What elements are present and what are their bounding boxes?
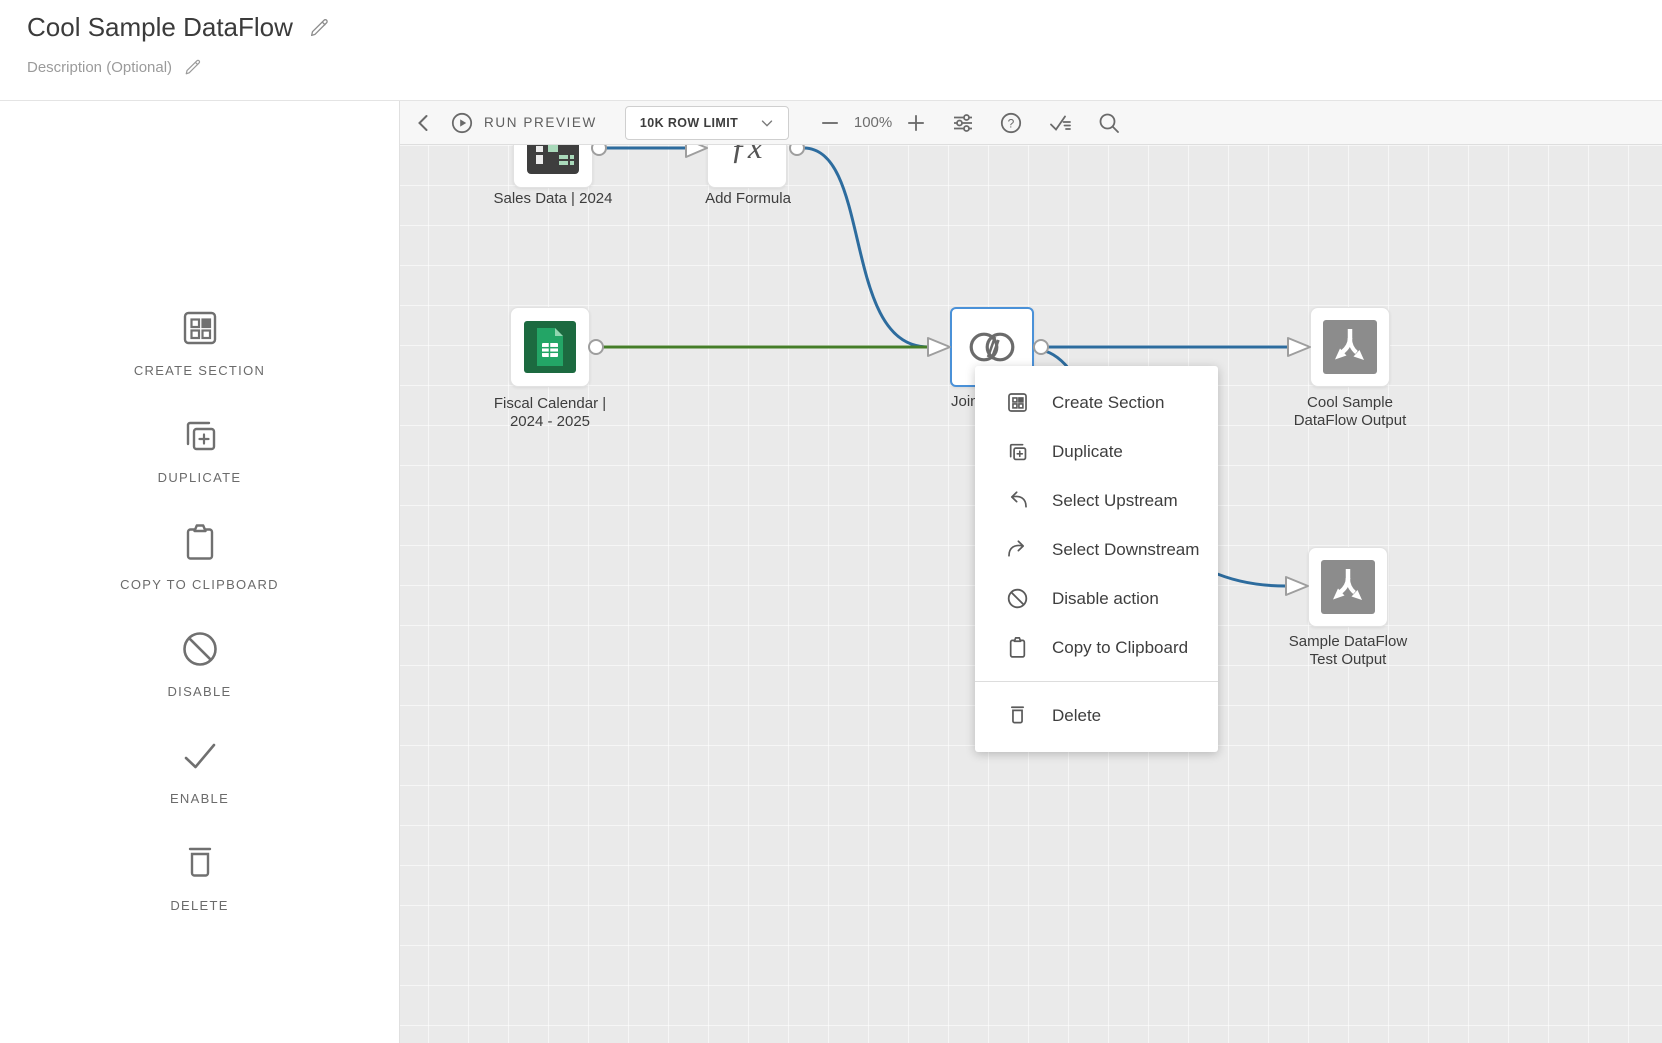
description-placeholder: Description (Optional) <box>27 58 173 76</box>
menu-item-delete[interactable]: Delete <box>975 691 1218 740</box>
menu-item-select-downstream[interactable]: Select Downstream <box>975 525 1218 574</box>
zoom-out-button[interactable] <box>819 112 841 134</box>
sidebar-item-delete[interactable]: DELETE <box>0 839 399 946</box>
edit-title-button[interactable] <box>309 17 330 38</box>
pencil-icon <box>309 17 330 38</box>
menu-item-duplicate[interactable]: Duplicate <box>975 427 1218 476</box>
search-button[interactable] <box>1097 111 1121 135</box>
settings-button[interactable] <box>951 111 975 135</box>
menu-item-create-section[interactable]: Create Section <box>975 378 1218 427</box>
sidebar-item-label: COPY TO CLIPBOARD <box>120 577 279 592</box>
help-button[interactable]: ? <box>999 111 1023 135</box>
duplicate-icon <box>178 413 222 457</box>
sidebar-item-label: DUPLICATE <box>157 470 242 485</box>
duplicate-icon <box>1005 439 1030 464</box>
menu-item-select-upstream[interactable]: Select Upstream <box>975 476 1218 525</box>
output-branch-icon <box>1323 320 1377 374</box>
output-branch-icon <box>1321 560 1375 614</box>
node-context-menu: Create Section Duplicate Select Upstream <box>975 366 1218 752</box>
node-label-cool-sample-output: Cool Sample DataFlow Output <box>1293 394 1407 429</box>
sidebar-item-disable[interactable]: DISABLE <box>0 625 399 732</box>
svg-text:?: ? <box>1008 116 1015 130</box>
sidebar-item-label: DELETE <box>170 898 229 913</box>
menu-item-label: Select Downstream <box>1052 539 1200 559</box>
node-cool-sample-output[interactable] <box>1310 307 1390 387</box>
spreadsheet-icon <box>524 321 576 373</box>
zoom-in-button[interactable] <box>905 112 927 134</box>
actions-sidebar: CREATE SECTION DUPLICATE <box>0 101 400 1043</box>
create-section-icon <box>178 306 222 350</box>
join-venn-icon <box>967 331 1017 363</box>
trash-icon <box>178 841 222 885</box>
menu-item-label: Copy to Clipboard <box>1052 637 1189 657</box>
upstream-arrow-icon <box>1005 488 1030 513</box>
zoom-in-icon <box>905 112 927 134</box>
create-section-icon <box>1005 390 1030 415</box>
sidebar-item-label: CREATE SECTION <box>133 363 266 378</box>
page-title: Cool Sample DataFlow <box>27 12 293 42</box>
clipboard-icon <box>178 520 222 564</box>
sidebar-item-label: DISABLE <box>167 684 232 699</box>
chevron-down-icon <box>758 114 776 132</box>
menu-item-label: Delete <box>1052 705 1102 725</box>
sidebar-item-duplicate[interactable]: DUPLICATE <box>0 411 399 518</box>
node-label-join: Join <box>951 393 979 410</box>
node-label-sales-data: Sales Data | 2024 <box>493 190 613 207</box>
row-limit-dropdown[interactable]: 10K ROW LIMIT <box>624 105 789 140</box>
validation-button[interactable] <box>1047 111 1073 135</box>
clipboard-icon <box>1005 635 1030 660</box>
menu-item-label: Create Section <box>1052 392 1165 412</box>
node-label-sample-test-output: Sample DataFlow Test Output <box>1288 633 1408 668</box>
disable-icon <box>1005 586 1030 611</box>
back-button[interactable] <box>412 111 436 135</box>
row-limit-value: 10K ROW LIMIT <box>639 115 739 130</box>
node-label-fiscal-calendar: Fiscal Calendar | 2024 - 2025 <box>493 395 607 430</box>
menu-item-label: Duplicate <box>1052 441 1123 461</box>
menu-item-label: Select Upstream <box>1052 490 1178 510</box>
back-icon <box>412 111 436 135</box>
node-sample-test-output[interactable] <box>1308 547 1388 627</box>
zoom-level: 100% <box>853 114 893 131</box>
menu-item-label: Disable action <box>1052 588 1159 608</box>
sidebar-item-label: ENABLE <box>169 791 230 806</box>
menu-item-disable-action[interactable]: Disable action <box>975 574 1218 623</box>
search-icon <box>1097 111 1121 135</box>
sidebar-item-create-section[interactable]: CREATE SECTION <box>0 304 399 411</box>
menu-divider <box>975 681 1218 682</box>
pencil-icon <box>184 58 202 76</box>
run-preview-label: RUN PREVIEW <box>484 115 597 130</box>
header: Cool Sample DataFlow Description (Option… <box>0 0 1662 101</box>
run-preview-button[interactable]: RUN PREVIEW <box>450 111 597 135</box>
run-checklist-icon <box>1047 111 1073 135</box>
disable-icon <box>178 627 222 671</box>
node-label-add-formula: Add Formula <box>705 190 791 207</box>
node-fiscal-calendar[interactable] <box>510 307 590 387</box>
trash-icon <box>1005 703 1030 728</box>
sidebar-item-enable[interactable]: ENABLE <box>0 732 399 839</box>
canvas-toolbar: RUN PREVIEW 10K ROW LIMIT 100% <box>400 101 1662 145</box>
enable-check-icon <box>178 734 222 778</box>
edit-description-button[interactable] <box>184 58 202 76</box>
play-circle-icon <box>450 111 474 135</box>
settings-sliders-icon <box>951 111 975 135</box>
downstream-arrow-icon <box>1005 537 1030 562</box>
sidebar-item-copy-to-clipboard[interactable]: COPY TO CLIPBOARD <box>0 518 399 625</box>
menu-item-copy-to-clipboard[interactable]: Copy to Clipboard <box>975 623 1218 672</box>
help-icon: ? <box>999 111 1023 135</box>
zoom-out-icon <box>819 112 841 134</box>
